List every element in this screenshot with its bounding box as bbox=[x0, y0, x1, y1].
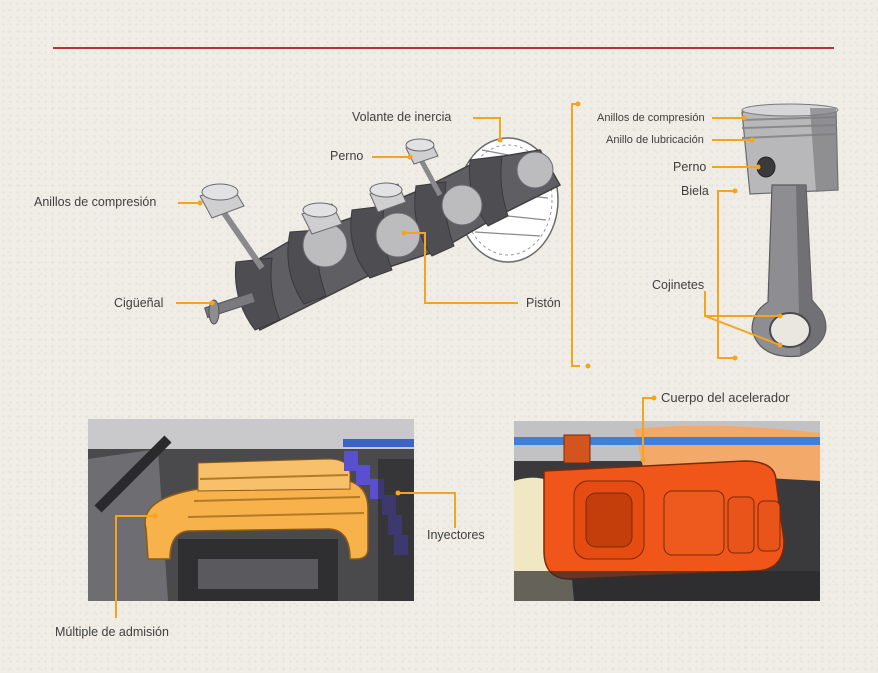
label-flywheel: Volante de inercia bbox=[352, 110, 452, 124]
leader-lines bbox=[115, 103, 781, 618]
label-compression-rings-crank: Anillos de compresión bbox=[34, 195, 157, 209]
connecting-rod bbox=[751, 184, 827, 358]
label-compression-rings-piston: Anillos de compresión bbox=[597, 112, 705, 124]
label-oil-ring: Anillo de lubricación bbox=[606, 134, 704, 146]
intake-manifold-image bbox=[88, 419, 414, 601]
label-throttle-body: Cuerpo del acelerador bbox=[661, 390, 790, 405]
throttle-body-drawing bbox=[514, 421, 820, 601]
label-piston: Pistón bbox=[526, 296, 561, 310]
label-pin-piston: Perno bbox=[673, 160, 707, 174]
throttle-body-image bbox=[514, 421, 820, 601]
manifold-runners bbox=[144, 458, 369, 560]
intake-manifold-drawing bbox=[88, 419, 414, 601]
label-crankshaft: Cigüeñal bbox=[114, 296, 164, 310]
label-intake-manifold: Múltiple de admisión bbox=[55, 625, 169, 639]
label-rod: Biela bbox=[681, 184, 709, 198]
crankshaft-pistons bbox=[199, 138, 443, 270]
leader-dots bbox=[152, 101, 783, 519]
label-pin-crank: Perno bbox=[330, 149, 364, 163]
label-bearings: Cojinetes bbox=[652, 278, 705, 292]
label-injectors: Inyectores bbox=[427, 528, 485, 542]
crankshaft-body bbox=[204, 149, 562, 332]
piston-head bbox=[741, 103, 839, 195]
header-rule bbox=[53, 47, 834, 49]
throttle-body bbox=[543, 434, 785, 580]
